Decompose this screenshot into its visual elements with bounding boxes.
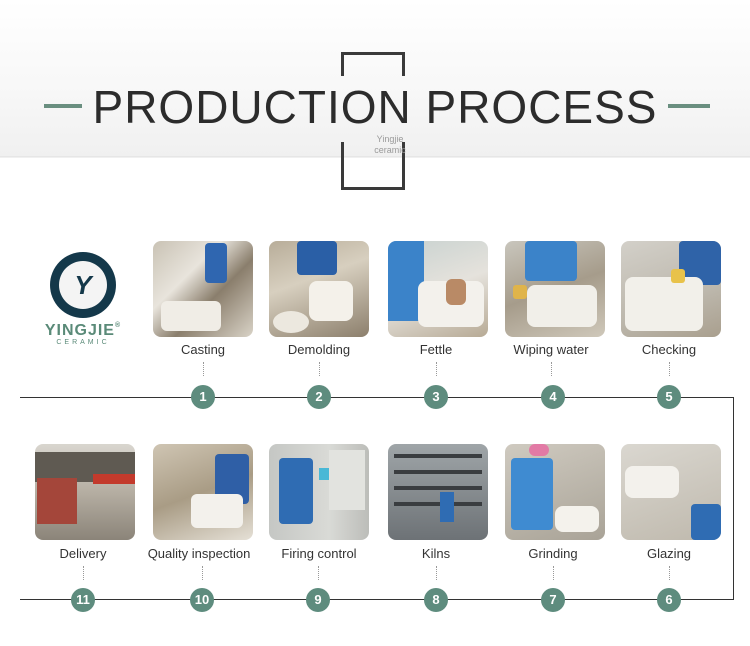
step-number-1: 1 bbox=[191, 385, 215, 409]
photo-casting bbox=[153, 241, 253, 337]
step-label-kilns: Kilns bbox=[421, 546, 451, 561]
timeline-line-right bbox=[733, 397, 734, 599]
step-label-glazing: Glazing bbox=[646, 546, 692, 561]
step-label-grinding: Grinding bbox=[528, 546, 578, 561]
step-tick bbox=[318, 566, 319, 580]
step-tick bbox=[553, 566, 554, 580]
step-tick bbox=[319, 362, 320, 376]
step-number-4: 4 bbox=[541, 385, 565, 409]
step-number-3: 3 bbox=[424, 385, 448, 409]
title-frame bbox=[341, 52, 405, 190]
step-tick bbox=[551, 362, 552, 376]
step-tick bbox=[669, 362, 670, 376]
step-number-2: 2 bbox=[307, 385, 331, 409]
step-number-11: 11 bbox=[71, 588, 95, 612]
step-tick bbox=[436, 362, 437, 376]
logo-subtitle: CERAMIC bbox=[56, 339, 110, 346]
timeline-line-top bbox=[20, 397, 734, 398]
step-label-delivery: Delivery bbox=[59, 546, 107, 561]
timeline-line-bottom bbox=[20, 599, 734, 600]
step-number-9: 9 bbox=[306, 588, 330, 612]
step-number-7: 7 bbox=[541, 588, 565, 612]
registered-mark: ® bbox=[114, 322, 122, 329]
yingjie-logo-icon: Y bbox=[50, 252, 116, 318]
brand-watermark-line1: Yingjie bbox=[376, 134, 404, 144]
header-band bbox=[0, 0, 750, 158]
logo-mark: Y bbox=[74, 270, 92, 300]
photo-demolding bbox=[269, 241, 369, 337]
step-number-6: 6 bbox=[657, 588, 681, 612]
step-label-casting: Casting bbox=[180, 342, 226, 357]
photo-checking bbox=[621, 241, 721, 337]
step-tick bbox=[83, 566, 84, 580]
step-tick bbox=[436, 566, 437, 580]
step-number-10: 10 bbox=[190, 588, 214, 612]
step-tick bbox=[202, 566, 203, 580]
photo-quality-inspection bbox=[153, 444, 253, 540]
title-right-dash bbox=[668, 104, 710, 108]
step-label-checking: Checking bbox=[641, 342, 697, 357]
step-label-firing-control: Firing control bbox=[281, 546, 357, 561]
step-tick bbox=[669, 566, 670, 580]
step-label-demolding: Demolding bbox=[287, 342, 351, 357]
logo-name: YINGJIE® bbox=[44, 322, 122, 339]
photo-firing-control bbox=[269, 444, 369, 540]
brand-watermark-line2: ceramic bbox=[374, 145, 406, 155]
photo-grinding bbox=[505, 444, 605, 540]
page-title: PRODUCTION PROCESS bbox=[92, 81, 658, 133]
photo-delivery bbox=[35, 444, 135, 540]
step-label-wiping-water: Wiping water bbox=[513, 342, 589, 357]
step-label-fettle: Fettle bbox=[419, 342, 453, 357]
photo-wiping-water bbox=[505, 241, 605, 337]
header-divider bbox=[0, 156, 750, 157]
photo-kilns bbox=[388, 444, 488, 540]
photo-fettle bbox=[388, 241, 488, 337]
step-number-8: 8 bbox=[424, 588, 448, 612]
step-label-quality-inspection: Quality inspection bbox=[147, 546, 251, 561]
photo-glazing bbox=[621, 444, 721, 540]
step-tick bbox=[203, 362, 204, 376]
title-left-dash bbox=[44, 104, 82, 108]
step-number-5: 5 bbox=[657, 385, 681, 409]
